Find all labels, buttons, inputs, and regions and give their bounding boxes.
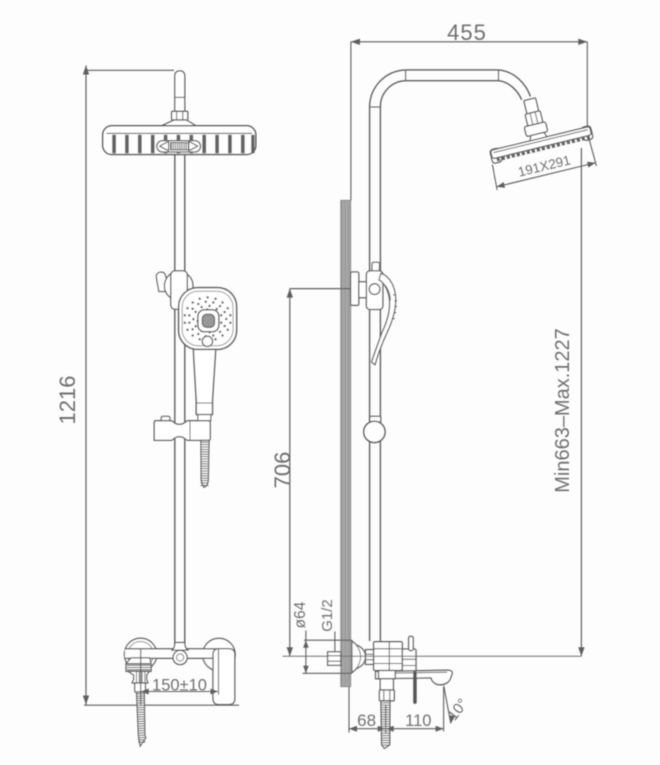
svg-text:706: 706	[270, 452, 295, 489]
svg-text:110: 110	[405, 712, 431, 730]
svg-text:G1/2: G1/2	[319, 599, 336, 632]
svg-text:455: 455	[447, 20, 487, 45]
svg-text:Min663–Max.1227: Min663–Max.1227	[552, 328, 574, 493]
svg-text:68: 68	[357, 711, 376, 730]
svg-text:1216: 1216	[55, 376, 80, 425]
svg-text:ø64: ø64	[292, 601, 309, 628]
svg-text:150±10: 150±10	[152, 676, 207, 694]
